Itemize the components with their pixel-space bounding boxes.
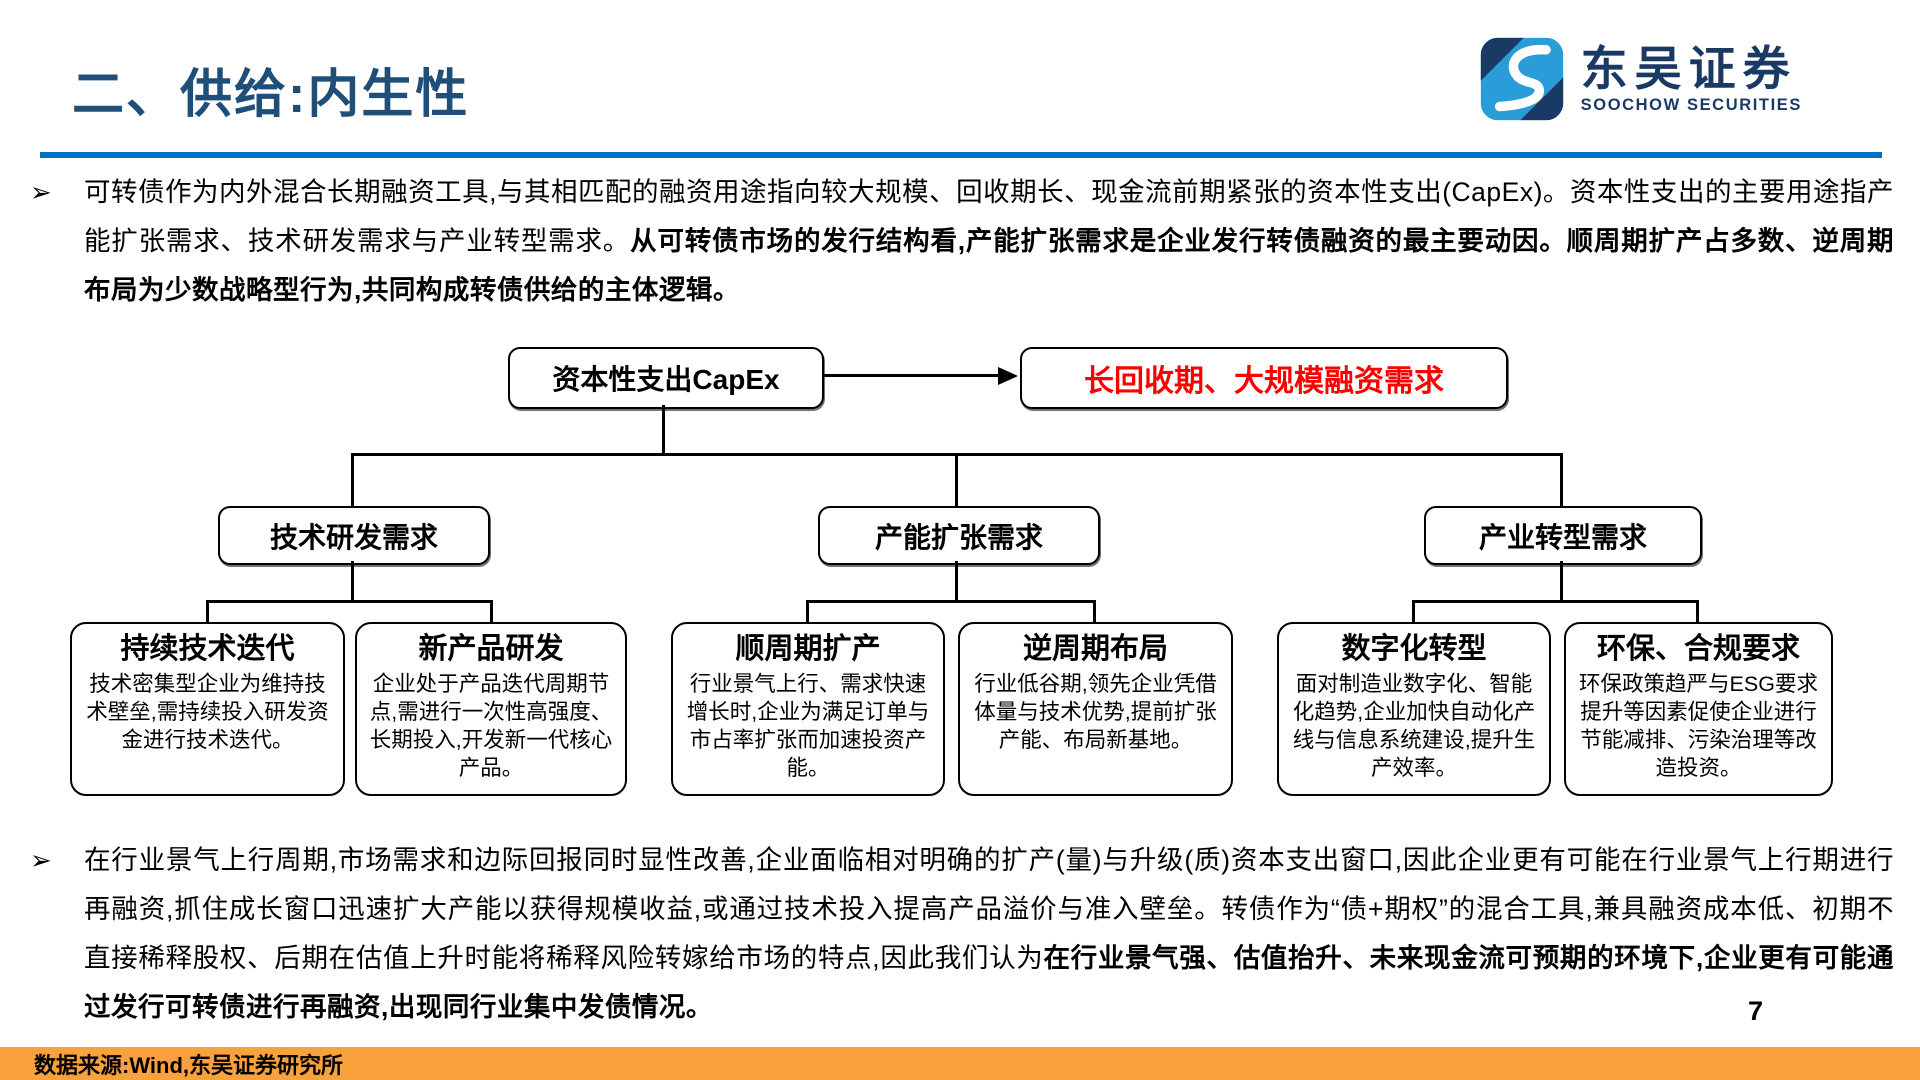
page-number: 7 — [1748, 996, 1764, 1026]
logo-cn-name: 东吴证券 — [1580, 41, 1797, 95]
flow-child-title: 环保、合规要求 — [1596, 633, 1800, 665]
conclusion-paragraph: ➢ 在行业景气上行周期,市场需求和边际回报同时显性改善,企业面临相对明确的扩产(… — [26, 836, 1894, 1032]
flow-child-title: 新产品研发 — [418, 633, 564, 665]
connector-line — [1560, 453, 1563, 506]
flow-child-body: 技术密集型企业为维持技术壁垒,需持续投入研发资金进行技术迭代。 — [86, 672, 329, 752]
intro-paragraph-text: 可转债作为内外混合长期融资工具,与其相匹配的融资用途指向较大规模、回收期长、现金… — [84, 168, 1894, 315]
flow-child-body: 面对制造业数字化、智能化趋势,企业加快自动化产线与信息系统建设,提升生产效率。 — [1292, 672, 1536, 780]
title-underline — [40, 152, 1882, 158]
connector-line — [1093, 600, 1096, 622]
bullet-arrow-icon: ➢ — [30, 845, 52, 875]
flow-child-title: 持续技术迭代 — [120, 633, 295, 665]
intro-run-normal: 可转债作为内外混合长期融资工具,与其相匹配的融资用途指向较大规模、回收期长、现金… — [84, 177, 1894, 256]
flow-child-body: 企业处于产品迭代周期节点,需进行一次性高强度、长期投入,开发新一代核心产品。 — [369, 672, 613, 780]
logo-en-name: SOOCHOW SECURITIES — [1580, 96, 1802, 115]
connector-line — [1560, 561, 1563, 600]
connector-line — [1412, 600, 1415, 622]
intro-run-bold: 从可转债市场的发行结构看,产能扩张需求是企业发行转债融资的最主要动因。顺周期扩产… — [84, 226, 1894, 305]
flow-child-box: 顺周期扩产 行业景气上行、需求快速增长时,企业为满足订单与市占率扩张而加速投资产… — [671, 622, 945, 796]
flow-branch-label: 技术研发需求 — [269, 521, 438, 553]
connector-line — [490, 600, 493, 622]
flow-branch-box-transform: 产业转型需求 — [1424, 506, 1702, 565]
intro-paragraph: ➢ 可转债作为内外混合长期融资工具,与其相匹配的融资用途指向较大规模、回收期长、… — [26, 168, 1894, 315]
flow-child-body: 行业低谷期,领先企业凭借体量与技术优势,提前扩张产能、布局新基地。 — [974, 672, 1217, 752]
flow-child-title: 顺周期扩产 — [735, 633, 881, 665]
conclusion-run-bold: 在行业景气强、估值抬升、未来现金流可预期的环境下,企业更有可能通过发行可转债进行… — [84, 943, 1894, 1022]
connector-line — [351, 453, 354, 506]
connector-line — [206, 600, 493, 603]
flow-branch-box-rd: 技术研发需求 — [218, 506, 490, 565]
connector-line — [955, 561, 958, 600]
flow-branch-box-capacity: 产能扩张需求 — [818, 506, 1100, 565]
conclusion-paragraph-text: 在行业景气上行周期,市场需求和边际回报同时显性改善,企业面临相对明确的扩产(量)… — [84, 836, 1894, 1032]
flow-child-title: 数字化转型 — [1341, 633, 1487, 665]
flow-branch-label: 产业转型需求 — [1478, 521, 1647, 553]
logo-text: 东吴证券 SOOCHOW SECURITIES — [1580, 41, 1802, 116]
connector-line — [206, 600, 209, 622]
logo: 东吴证券 SOOCHOW SECURITIES — [1479, 36, 1802, 122]
flow-child-body: 环保政策趋严与ESG要求提升等因素促使企业进行节能减排、污染治理等改造投资。 — [1579, 672, 1818, 780]
flowchart: 资本性支出CapEx 长回收期、大规模融资需求 技术研发需求 产能扩张需求 产业… — [0, 340, 1920, 802]
flow-outcome-box: 长回收期、大规模融资需求 — [1020, 347, 1508, 409]
flow-child-title: 逆周期布局 — [1022, 633, 1168, 665]
arrow-line — [822, 374, 1000, 377]
flow-outcome-label: 长回收期、大规模融资需求 — [1084, 365, 1444, 398]
flow-child-box: 逆周期布局 行业低谷期,领先企业凭借体量与技术优势,提前扩张产能、布局新基地。 — [958, 622, 1233, 796]
flow-child-box: 持续技术迭代 技术密集型企业为维持技术壁垒,需持续投入研发资金进行技术迭代。 — [70, 622, 345, 796]
page-title: 二、供给:内生性 — [72, 66, 470, 124]
bullet-arrow-icon: ➢ — [30, 177, 52, 207]
flow-child-body: 行业景气上行、需求快速增长时,企业为满足订单与市占率扩张而加速投资产能。 — [686, 672, 930, 780]
connector-line — [1696, 600, 1699, 622]
connector-line — [806, 600, 1096, 603]
connector-line — [1412, 600, 1699, 603]
flow-root-label: 资本性支出CapEx — [552, 364, 780, 395]
flow-branch-label: 产能扩张需求 — [874, 521, 1043, 553]
soochow-logo-icon — [1480, 37, 1563, 121]
arrow-head-icon — [998, 367, 1018, 385]
connector-line — [806, 600, 809, 622]
conclusion-run-normal: 在行业景气上行周期,市场需求和边际回报同时显性改善,企业面临相对明确的扩产(量)… — [84, 845, 1894, 973]
data-source-text: 数据来源:Wind,东吴证券研究所 — [34, 1052, 343, 1078]
connector-line — [955, 453, 958, 506]
connector-line — [351, 561, 354, 600]
flow-root-box: 资本性支出CapEx — [508, 347, 824, 409]
flow-child-box: 新产品研发 企业处于产品迭代周期节点,需进行一次性高强度、长期投入,开发新一代核… — [355, 622, 627, 796]
footer-bar: 数据来源:Wind,东吴证券研究所 — [0, 1047, 1920, 1080]
flow-child-box: 数字化转型 面对制造业数字化、智能化趋势,企业加快自动化产线与信息系统建设,提升… — [1277, 622, 1551, 796]
connector-line — [662, 405, 665, 453]
flow-child-box: 环保、合规要求 环保政策趋严与ESG要求提升等因素促使企业进行节能减排、污染治理… — [1564, 622, 1833, 796]
